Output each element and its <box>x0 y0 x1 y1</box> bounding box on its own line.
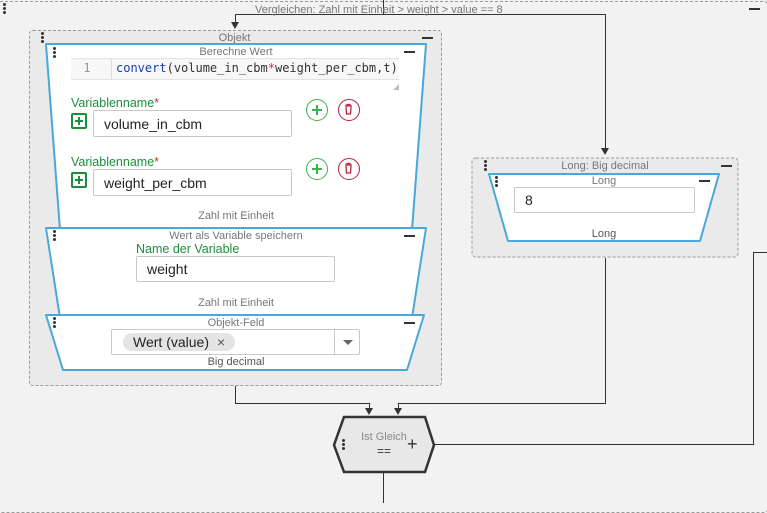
outer-drag-handle[interactable] <box>3 3 7 15</box>
speichern-title: Wert als Variable speichern <box>169 230 303 242</box>
var2-add-circle-icon[interactable] <box>306 158 328 180</box>
var1-add-icon[interactable] <box>71 113 87 129</box>
feld-collapse-icon[interactable] <box>404 322 415 324</box>
long-outer-title: Long: Big decimal <box>561 160 649 172</box>
speichern-drag-handle[interactable] <box>53 230 57 242</box>
var2-delete-icon[interactable] <box>338 158 360 180</box>
connector-long-h <box>398 403 606 404</box>
code-gutter-divider <box>111 59 112 79</box>
speichern-name-label: Name der Variable <box>136 242 240 256</box>
var1-delete-icon[interactable] <box>338 99 360 121</box>
berechne-collapse-icon[interactable] <box>404 51 415 53</box>
var2-label: Variablenname* <box>71 155 160 169</box>
berechne-type-label: Zahl mit Einheit <box>198 210 274 222</box>
feld-select[interactable]: Wert (value) × <box>111 329 360 355</box>
compare-drag-handle[interactable] <box>342 439 346 451</box>
long-outer-drag-handle[interactable] <box>484 160 488 172</box>
feld-chip-remove-icon[interactable]: × <box>216 334 226 350</box>
code-var-b: weight_per_cbm <box>274 61 377 75</box>
connector-right-v <box>753 252 754 445</box>
var1-label: Variablenname* <box>71 96 160 110</box>
code-function: convert <box>116 61 167 75</box>
objekt-title: Objekt <box>218 32 251 44</box>
connector-top-left <box>235 14 236 24</box>
connector-right-top <box>753 252 767 253</box>
code-paren-open: ( <box>166 61 174 75</box>
var2-required-mark: * <box>154 155 160 169</box>
connector-bottom <box>383 472 384 503</box>
speichern-collapse-icon[interactable] <box>404 235 415 237</box>
compare-operator: == <box>376 444 391 458</box>
feld-selected-value: Wert (value) <box>133 334 209 350</box>
feld-drag-handle[interactable] <box>53 317 57 329</box>
arrow-to-long <box>601 148 609 155</box>
chevron-down-icon[interactable] <box>343 340 353 345</box>
connector-objekt-h <box>235 403 369 404</box>
code-rest: ,t) <box>376 61 398 75</box>
code-editor[interactable]: 1 convert(volume_in_cbm*weight_per_cbm,t… <box>71 58 399 80</box>
long-inner-drag-handle[interactable] <box>495 176 499 188</box>
code-resize-handle[interactable] <box>393 84 399 90</box>
connector-objekt-drop <box>369 403 370 409</box>
compare-title: Ist Gleich <box>361 431 407 443</box>
var1-add-circle-icon[interactable] <box>306 99 328 121</box>
speichern-type-label: Zahl mit Einheit <box>198 297 274 309</box>
speichern-name-input[interactable]: weight <box>136 256 335 282</box>
connector-objekt-down <box>235 386 236 403</box>
connector-right-h <box>432 444 754 445</box>
compare-shape <box>332 415 436 474</box>
code-line[interactable]: convert(volume_in_cbm*weight_per_cbm,t) <box>116 61 398 75</box>
var1-required-mark: * <box>154 96 160 110</box>
long-outer-collapse-icon[interactable] <box>721 165 732 167</box>
long-inner-collapse-icon[interactable] <box>699 180 710 182</box>
objekt-drag-handle[interactable] <box>41 32 45 44</box>
code-line-number: 1 <box>83 61 91 75</box>
code-var-a: volume_in_cbm <box>173 61 268 75</box>
connector-long-drop <box>398 403 399 409</box>
arrow-to-compare-right <box>394 408 402 415</box>
connector-top-h <box>235 14 605 15</box>
connector-top <box>383 0 384 14</box>
feld-title: Objekt-Feld <box>207 317 265 329</box>
var1-input[interactable]: volume_in_cbm <box>93 110 292 137</box>
long-type-label: Long <box>591 228 617 240</box>
arrow-to-compare-left <box>365 408 373 415</box>
connector-long-down <box>605 258 606 403</box>
arrow-to-objekt <box>231 22 239 29</box>
feld-select-divider <box>334 330 335 354</box>
berechne-title: Berechne Wert <box>199 46 273 58</box>
berechne-drag-handle[interactable] <box>53 47 57 59</box>
outer-collapse-icon[interactable] <box>749 8 760 10</box>
compare-add-icon[interactable]: + <box>407 434 418 454</box>
var2-input[interactable]: weight_per_cbm <box>93 169 292 196</box>
feld-selected-chip[interactable]: Wert (value) × <box>123 333 236 351</box>
code-operator: * <box>267 61 275 75</box>
var2-add-icon[interactable] <box>71 172 87 188</box>
feld-type-label: Big decimal <box>207 356 265 368</box>
objekt-collapse-icon[interactable] <box>422 37 433 39</box>
connector-top-right <box>605 14 606 150</box>
long-value-input[interactable]: 8 <box>514 187 695 213</box>
long-inner-title: Long <box>591 175 617 187</box>
outer-title: Vergleichen: Zahl mit Einheit > weight >… <box>255 4 503 16</box>
